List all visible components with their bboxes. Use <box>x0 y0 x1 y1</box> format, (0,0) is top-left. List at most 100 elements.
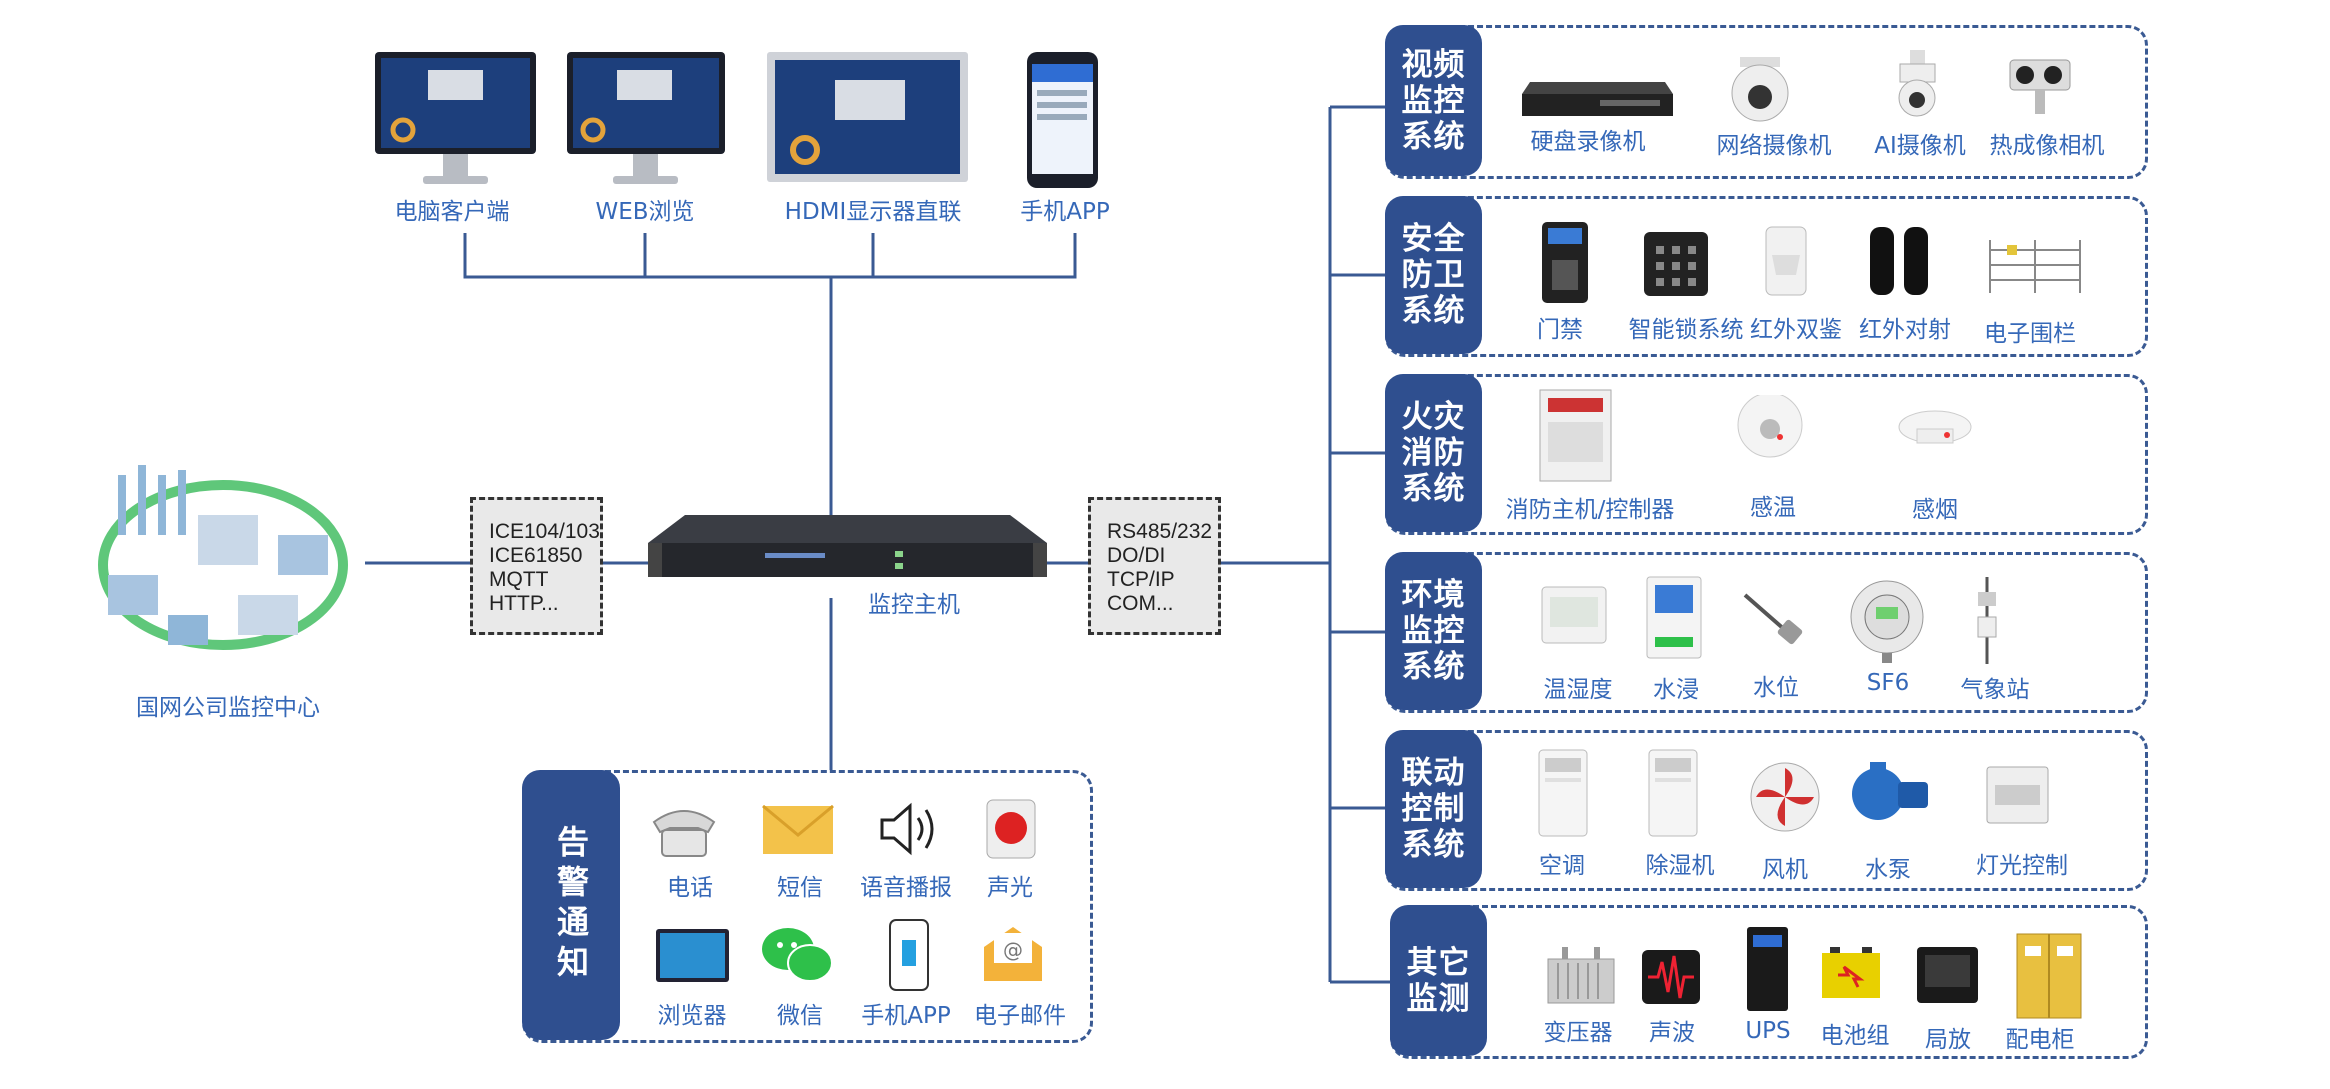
acoustic-icon <box>1640 948 1702 1006</box>
alarm-item-label: 语音播报 <box>860 875 952 901</box>
protocol-label: ICE104/103 <box>489 520 600 543</box>
wechat-icon <box>760 925 835 985</box>
protocol-label: DO/DI <box>1107 544 1166 567</box>
heat-detector-icon <box>1730 392 1810 475</box>
alarm-item-label: 手机APP <box>861 1003 951 1029</box>
subsystem-title: 环境 监控 系统 <box>1385 552 1482 710</box>
subsystem-item-label: 智能锁系统 <box>1628 317 1744 343</box>
pir-sensor-icon <box>1762 225 1810 297</box>
subsystem-title: 火灾 消防 系统 <box>1385 374 1482 532</box>
partial-discharge-icon <box>1915 945 1980 1005</box>
protocol-label: TCP/IP <box>1107 568 1175 591</box>
svg-text:@: @ <box>1003 938 1023 962</box>
subsystem-item-label: 红外双鉴 <box>1750 317 1842 343</box>
fan-icon <box>1748 760 1822 834</box>
keypad-lock-icon <box>1642 230 1710 298</box>
dome-camera-icon <box>1725 55 1795 125</box>
gas-detector-icon <box>1840 575 1935 665</box>
subsystem-item-label: AI摄像机 <box>1874 133 1966 159</box>
subsystem-item-label: 风机 <box>1762 857 1808 883</box>
subsystem-item-label: 消防主机/控制器 <box>1505 497 1675 523</box>
dehumidifier-icon <box>1645 748 1701 838</box>
phone-icon <box>888 918 930 992</box>
protocol-label: ICE61850 <box>489 544 583 567</box>
thermo-hygrometer-icon <box>1540 585 1608 645</box>
grid-center-label: 国网公司监控中心 <box>136 695 320 721</box>
subsystem-item-label: 热成像相机 <box>1989 133 2105 159</box>
access-control-icon <box>1540 220 1590 305</box>
subsystem-item-label: 水位 <box>1753 675 1799 701</box>
subsystem-item-label: 电子围栏 <box>1984 321 2076 347</box>
subsystem-item-label: 网络摄像机 <box>1716 133 1832 159</box>
subsystem-item-label: 气象站 <box>1960 677 2030 703</box>
transformer-icon <box>1542 945 1620 1005</box>
smoke-detector-icon <box>1895 405 1975 465</box>
client-label: 手机APP <box>1020 199 1110 225</box>
fire-panel-icon <box>1538 388 1613 483</box>
air-conditioner-icon <box>1535 748 1591 838</box>
subsystem-item-label: 感烟 <box>1912 497 1958 523</box>
subsystem-item-label: 门禁 <box>1537 317 1583 343</box>
light-controller-icon <box>1985 765 2050 825</box>
subsystem-title: 安全 防卫 系统 <box>1385 196 1482 354</box>
water-leak-icon <box>1645 575 1703 660</box>
distribution-cabinet-icon <box>2015 932 2083 1020</box>
ptz-camera-icon <box>1890 48 1945 120</box>
subsystem-item-label: 红外对射 <box>1859 317 1951 343</box>
client-label: HDMI显示器直联 <box>784 199 962 225</box>
substation-illustration-icon <box>78 445 368 665</box>
alarm-item-label: 声光 <box>987 875 1033 901</box>
beam-sensor-icon <box>1868 225 1930 297</box>
left-protocols-box: ICE104/103 ICE61850 MQTT HTTP... <box>470 497 603 635</box>
host-label: 监控主机 <box>868 592 960 618</box>
alarm-item-label: 短信 <box>777 875 823 901</box>
subsystem-item-label: 温湿度 <box>1543 677 1613 703</box>
monitor-icon <box>565 50 727 190</box>
dvr-icon <box>1520 80 1675 120</box>
subsystem-panel-environment <box>1385 552 2148 713</box>
subsystem-item-label: UPS <box>1745 1018 1791 1044</box>
protocol-label: MQTT <box>489 568 549 591</box>
subsystem-item-label: 除湿机 <box>1645 853 1715 879</box>
protocol-label: COM... <box>1107 592 1174 615</box>
alarm-title: 告警通知 <box>522 770 620 1040</box>
host-device-icon <box>645 513 1050 581</box>
protocol-label: RS485/232 <box>1107 520 1213 543</box>
subsystem-item-label: 水泵 <box>1865 857 1911 883</box>
right-protocols-box: RS485/232 DO/DI TCP/IP COM... <box>1088 497 1221 635</box>
subsystem-item-label: SF6 <box>1866 670 1910 696</box>
subsystem-title: 其它 监测 <box>1390 905 1487 1056</box>
client-label: WEB浏览 <box>595 199 695 225</box>
subsystem-item-label: 硬盘录像机 <box>1530 129 1646 155</box>
alarm-item-label: 浏览器 <box>657 1003 727 1029</box>
monitor-icon <box>373 50 538 190</box>
browser-tablet-icon <box>655 928 730 983</box>
siren-icon <box>985 798 1037 860</box>
wide-monitor-icon <box>765 50 970 185</box>
battery-icon <box>1820 945 1882 1000</box>
telephone-icon <box>648 800 720 858</box>
weather-station-icon <box>1970 572 2005 667</box>
ups-icon <box>1745 925 1790 1013</box>
subsystem-item-label: 水浸 <box>1653 677 1699 703</box>
fence-icon <box>1985 235 2085 295</box>
pump-icon <box>1848 760 1933 825</box>
subsystem-item-label: 变压器 <box>1543 1020 1613 1046</box>
speaker-icon <box>878 800 942 858</box>
level-probe-icon <box>1740 585 1805 645</box>
subsystem-item-label: 灯光控制 <box>1976 853 2068 879</box>
phone-icon <box>1025 50 1100 190</box>
subsystem-title: 联动 控制 系统 <box>1385 730 1482 888</box>
email-icon: @ <box>982 925 1044 983</box>
alarm-item-label: 电话 <box>667 875 713 901</box>
envelope-icon <box>762 804 834 855</box>
protocol-label: HTTP... <box>489 592 559 615</box>
subsystem-item-label: 电池组 <box>1820 1023 1890 1049</box>
subsystem-item-label: 声波 <box>1649 1020 1695 1046</box>
subsystem-item-label: 配电柜 <box>2005 1027 2075 1053</box>
thermal-camera-icon <box>2005 55 2075 120</box>
alarm-item-label: 电子邮件 <box>974 1003 1066 1029</box>
subsystem-item-label: 空调 <box>1539 853 1585 879</box>
subsystem-item-label: 感温 <box>1750 495 1796 521</box>
